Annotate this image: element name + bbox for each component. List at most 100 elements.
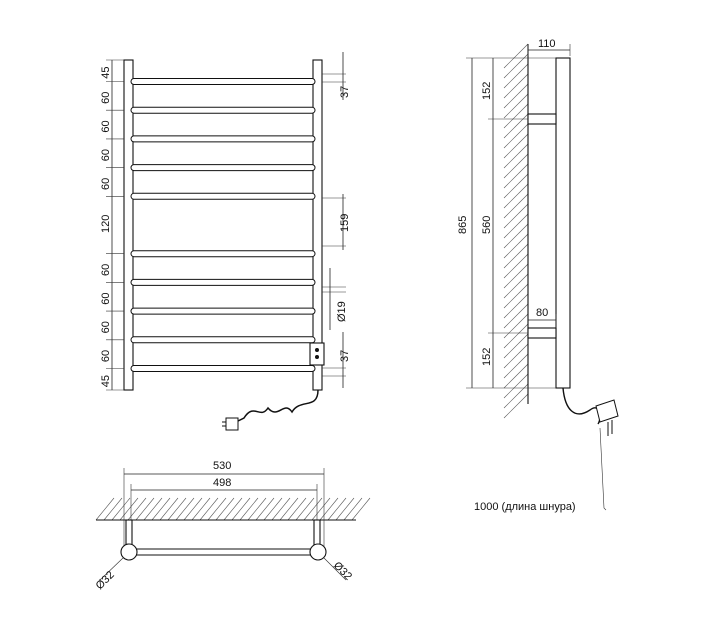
side-power-plug [595,399,619,436]
hatch-line [295,497,315,521]
crossbar [130,135,316,143]
hatch-line [503,173,529,199]
indicator-light [315,355,319,359]
top-wall-hatching [95,497,371,521]
crossbar [130,106,316,114]
power-cord [235,389,319,423]
dim-left-segment: 60 [100,350,112,362]
crossbar [130,278,316,286]
dim-inner-width: 498 [213,477,231,489]
hatch-line [207,497,227,521]
hatch-line [159,497,179,521]
hatch-line [503,153,529,179]
hatch-line [191,497,211,521]
hatch-line [503,143,529,169]
hatch-line [503,183,529,209]
dim-left-diameter: Ø32 [94,569,117,592]
hatch-line [343,497,363,521]
hatch-line [183,497,203,521]
dim-right-diameter: Ø19 [336,301,348,322]
hatch-line [503,343,529,369]
hatch-line [503,253,529,279]
hatch-line [503,73,529,99]
hatch-line [503,83,529,109]
side-rail [555,57,571,389]
hatch-line [503,223,529,249]
hatch-line [103,497,123,521]
hatch-line [279,497,299,521]
hatch-line [503,123,529,149]
side-view: 110 865 152 560 152 80 1000 (длина шнура… [457,38,619,513]
crossbar [130,307,316,315]
hatch-line [95,497,115,521]
dim-left-segment: 60 [100,92,112,104]
dim-right-gap: 159 [339,214,351,232]
hatch-line [119,497,139,521]
dim-right-diameter-top: Ø32 [331,560,354,583]
hatch-line [503,53,529,79]
hatch-line [503,243,529,269]
crossbar [130,250,316,258]
dim-left-segment: 60 [100,178,112,190]
dim-left-segment: 60 [100,264,112,276]
hatch-line [503,63,529,89]
hatch-line [503,203,529,229]
top-crossbar [130,548,318,556]
hatch-line [311,497,331,521]
crossbar [130,164,316,172]
hatch-line [167,497,187,521]
hatch-line [327,497,347,521]
hatch-line [503,323,529,349]
tube-left [120,543,138,561]
hatch-line [231,497,251,521]
hatch-line [303,497,323,521]
hatch-line [503,353,529,379]
bracket-top [527,113,557,125]
crossbar [130,365,316,372]
hatch-line [503,43,529,69]
hatch-line [135,497,155,521]
hatch-line [503,133,529,159]
dim-side-width: 110 [538,38,556,50]
dim-left-segment: 60 [100,321,112,333]
hatch-line [503,383,529,409]
hatch-line [503,373,529,399]
hatch-line [239,497,259,521]
right-dims: 37 159 Ø19 37 [322,52,351,388]
dim-left-segment: 45 [100,375,112,387]
hatch-line [319,497,339,521]
dim-total-height: 865 [457,216,469,234]
dim-bottom-offset: 152 [481,348,493,366]
hatch-line [151,497,171,521]
crossbars [130,78,316,372]
dim-right-top: 37 [339,86,351,98]
side-power-cord [562,387,601,425]
crossbar [130,192,316,200]
dim-bracket-depth: 80 [536,307,548,319]
hatch-line [503,293,529,319]
hatch-line [503,263,529,289]
crossbar [130,336,316,344]
left-rail [123,59,134,391]
dim-left-segment: 60 [100,292,112,304]
hatch-line [287,497,307,521]
hatch-line [503,93,529,119]
hatch-line [351,497,371,521]
hatch-line [111,497,131,521]
dim-top-offset: 152 [481,82,493,100]
hatch-line [503,113,529,139]
dim-overall-width: 530 [213,460,231,472]
hatch-line [503,283,529,309]
crossbar [130,78,316,85]
hatch-line [503,333,529,359]
dim-mount-spacing: 560 [481,216,493,234]
dim-right-bottom: 37 [339,350,351,362]
hatch-line [335,497,355,521]
top-view: 530 498 Ø32 Ø32 [94,460,371,592]
hatch-line [247,497,267,521]
dim-left-segment: 60 [100,120,112,132]
tube-right [309,543,327,561]
dim-left-segment: 45 [100,67,112,79]
